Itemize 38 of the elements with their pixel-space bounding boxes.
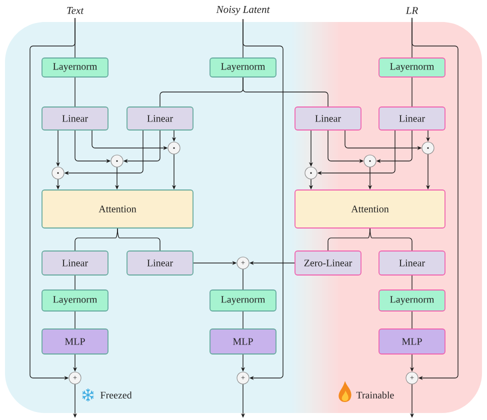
mlp-box: MLP <box>210 328 276 354</box>
multiply-circle <box>304 166 318 180</box>
linear-box: Linear <box>378 106 446 130</box>
linear-box: Linear <box>126 106 194 130</box>
multiply-circle <box>110 154 124 168</box>
layernorm-box: Layernorm <box>42 290 108 312</box>
mlp-box: MLP <box>378 328 446 354</box>
linear-box: Zero-Linear <box>294 250 362 276</box>
status-label: Freezed <box>100 391 132 398</box>
arrow <box>412 18 458 380</box>
input-label: Text <box>67 7 84 14</box>
arrow <box>242 18 284 380</box>
linear-box: Linear <box>294 106 362 130</box>
mlp-box: MLP <box>42 328 108 354</box>
multiply-circle <box>364 154 376 168</box>
layernorm-box: Layernorm <box>210 58 276 78</box>
multiply-circle <box>422 142 434 154</box>
input-label: Noisy Latent <box>216 6 270 16</box>
connector-line <box>74 311 76 329</box>
linear-box: Linear <box>42 250 108 276</box>
layernorm-box: Layernorm <box>378 58 446 78</box>
connector-line <box>242 311 244 329</box>
input-label: LR <box>406 7 418 14</box>
attention-box: Attention <box>42 190 194 228</box>
multiply-circle <box>52 166 64 180</box>
connector-line <box>242 268 244 290</box>
linear-box: Linear <box>378 250 446 276</box>
multiply-circle <box>168 142 180 154</box>
attention-box: Attention <box>294 190 446 228</box>
connector-line <box>74 275 76 290</box>
layernorm-box: Layernorm <box>378 290 446 312</box>
connector-line <box>242 77 328 107</box>
layernorm-box: Layernorm <box>210 290 276 312</box>
layernorm-box: Layernorm <box>42 58 108 78</box>
linear-box: Linear <box>42 106 108 130</box>
linear-box: Linear <box>126 250 194 276</box>
connector-line <box>74 77 76 107</box>
status-label: Trainable <box>356 391 394 398</box>
